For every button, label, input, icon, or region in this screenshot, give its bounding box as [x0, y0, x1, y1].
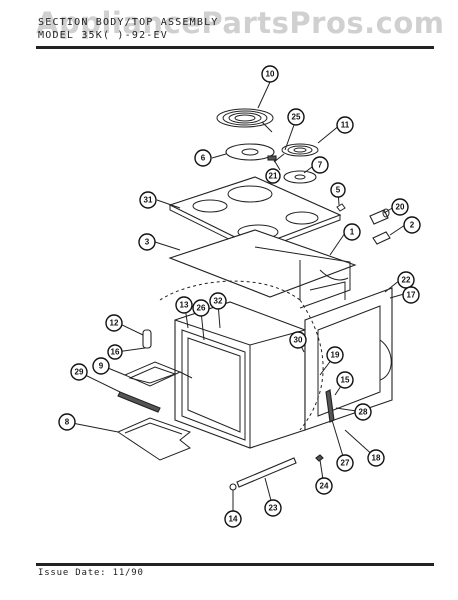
- callout-11: 11: [336, 116, 354, 134]
- svg-text:24: 24: [320, 482, 329, 491]
- callout-21: 21: [265, 168, 281, 184]
- terminal-block: [267, 155, 277, 161]
- knob: [372, 231, 391, 245]
- watermark: AppliancePartsPros.com: [36, 6, 445, 40]
- svg-text:21: 21: [269, 172, 278, 181]
- svg-text:18: 18: [372, 454, 381, 463]
- svg-text:6: 6: [201, 154, 206, 163]
- callout-17: 17: [402, 286, 420, 304]
- callout-31: 31: [139, 191, 157, 209]
- callout-30: 30: [289, 331, 307, 349]
- svg-text:8: 8: [65, 418, 70, 427]
- callout-1: 1: [343, 223, 361, 241]
- cooktop: [168, 176, 342, 253]
- bake-element: [123, 361, 193, 387]
- callout-15: 15: [336, 371, 354, 389]
- oven-cavity: [174, 301, 306, 449]
- svg-text:20: 20: [396, 203, 405, 212]
- callout-18: 18: [367, 449, 385, 467]
- svg-text:1: 1: [350, 228, 355, 237]
- callout-5: 5: [330, 182, 346, 198]
- svg-text:22: 22: [402, 276, 411, 285]
- footer-rule: [36, 563, 434, 566]
- callout-10: 10: [261, 65, 279, 83]
- rack: [117, 391, 161, 413]
- callout-29: 29: [70, 363, 88, 381]
- svg-text:2: 2: [410, 221, 415, 230]
- front-frame: [304, 287, 393, 431]
- clip: [315, 454, 324, 462]
- svg-text:16: 16: [111, 348, 120, 357]
- callout-23: 23: [264, 499, 282, 517]
- svg-text:19: 19: [331, 351, 340, 360]
- callout-32: 32: [209, 292, 227, 310]
- svg-text:10: 10: [266, 70, 275, 79]
- callout-6: 6: [194, 149, 212, 167]
- svg-text:26: 26: [197, 304, 206, 313]
- svg-text:5: 5: [336, 186, 341, 195]
- callout-13: 13: [175, 296, 193, 314]
- callout-26: 26: [192, 299, 210, 317]
- svg-text:7: 7: [318, 161, 323, 170]
- issue-date: Issue Date: 11/90: [38, 568, 144, 578]
- svg-text:12: 12: [110, 319, 119, 328]
- latch: [325, 389, 335, 423]
- callout-20: 20: [391, 198, 409, 216]
- svg-text:32: 32: [214, 297, 223, 306]
- svg-text:29: 29: [75, 368, 84, 377]
- sensor-bulb: [142, 329, 152, 349]
- model-number: MODEL 35K( )-92-EV: [38, 30, 168, 41]
- infinite-switch: [369, 208, 390, 225]
- svg-text:11: 11: [341, 121, 350, 130]
- svg-text:25: 25: [292, 113, 301, 122]
- drip-bowl-small: [283, 170, 317, 184]
- callout-25: 25: [287, 108, 305, 126]
- callout-8: 8: [58, 413, 76, 431]
- svg-text:30: 30: [294, 336, 303, 345]
- callout-19: 19: [326, 346, 344, 364]
- surface-element-small: [273, 143, 319, 163]
- foot-screw: [229, 483, 237, 491]
- surface-element-large: [216, 108, 274, 133]
- drip-bowl-large: [225, 143, 275, 161]
- body-frame: [254, 246, 351, 309]
- callout-16: 16: [107, 344, 123, 360]
- svg-text:31: 31: [144, 196, 153, 205]
- svg-text:14: 14: [229, 515, 238, 524]
- svg-text:15: 15: [341, 376, 350, 385]
- callout-3: 3: [138, 233, 156, 251]
- callout-14: 14: [224, 510, 242, 528]
- top-panel: [168, 229, 357, 298]
- callout-24: 24: [315, 477, 333, 495]
- callout-12: 12: [105, 314, 123, 332]
- svg-text:13: 13: [180, 301, 189, 310]
- header-rule: [36, 46, 434, 49]
- svg-text:28: 28: [359, 408, 368, 417]
- svg-text:27: 27: [341, 459, 350, 468]
- callout-28: 28: [354, 403, 372, 421]
- svg-text:17: 17: [407, 291, 416, 300]
- svg-text:3: 3: [145, 238, 150, 247]
- broil-element: [116, 417, 192, 461]
- callout-9: 9: [92, 357, 110, 375]
- screw: [336, 203, 346, 212]
- section-title: SECTION BODY/TOP ASSEMBLY: [38, 17, 219, 28]
- callout-27: 27: [336, 454, 354, 472]
- callout-7: 7: [311, 156, 329, 174]
- svg-text:9: 9: [99, 362, 104, 371]
- kick-panel: [236, 457, 297, 488]
- callout-22: 22: [397, 271, 415, 289]
- callout-2: 2: [403, 216, 421, 234]
- svg-text:23: 23: [269, 504, 278, 513]
